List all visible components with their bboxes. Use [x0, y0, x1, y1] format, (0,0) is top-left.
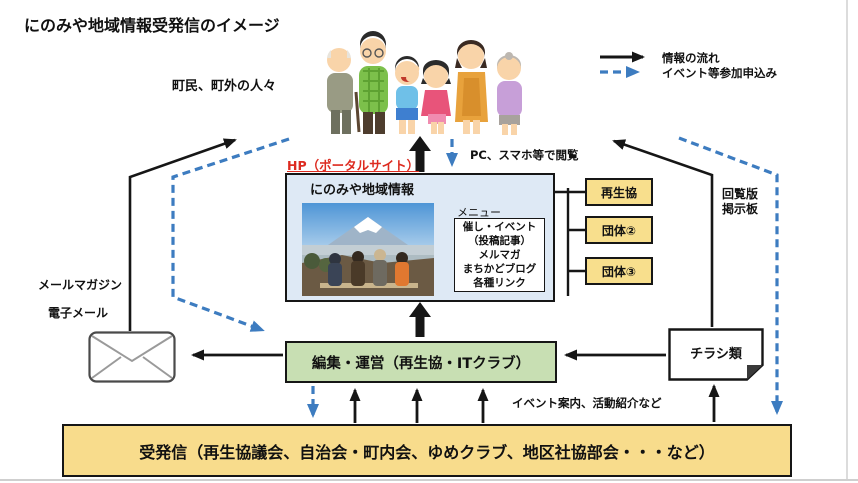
- mail-magazine-label: メールマガジン: [38, 278, 123, 292]
- menu-item-blog[interactable]: まちかどブログ: [462, 263, 537, 275]
- portal-menu-box: 催し・イベント （投稿記事） メルマガ まちかどブログ 各種リンク: [454, 218, 545, 292]
- bottom-transmit-label: 受発信（再生協議会、自治会・町内会、ゆめクラブ、地区社協部会・・・など）: [139, 442, 715, 462]
- arrow-people-to-edit-dashed: [171, 137, 290, 332]
- grandpa-figure: [327, 48, 361, 134]
- email-label: 電子メール: [48, 306, 109, 320]
- menu-item-posts[interactable]: （投稿記事）: [468, 235, 531, 247]
- arrow-envelope-to-people: [128, 138, 237, 331]
- kairan-keijiban-label: 回覧版 掲示板: [722, 187, 758, 217]
- menu-item-mailmag[interactable]: メルマガ: [478, 249, 521, 261]
- edit-operate-label: 編集・運営（再生協・ITクラブ）: [311, 355, 531, 372]
- kairan-line2: 掲示板: [722, 202, 759, 216]
- legend-event-apply-label: イベント等参加申込み: [662, 66, 777, 80]
- browse-device-label: PC、スマホ等で閲覧: [470, 148, 579, 162]
- org-box-dantai2-label: 団体②: [601, 223, 637, 238]
- grandma-figure: [497, 52, 522, 135]
- menu-item-links[interactable]: 各種リンク: [473, 277, 526, 289]
- portal-site-box: にのみや地域情報 メニュー: [285, 173, 555, 302]
- bottom-transmit-box: 受発信（再生協議会、自治会・町内会、ゆめクラブ、地区社協部会・・・など）: [62, 424, 792, 477]
- people-label: 町民、町外の人々: [172, 79, 277, 94]
- org-box-dantai3-label: 団体③: [601, 264, 637, 279]
- connector-portal-to-orgs: [555, 188, 585, 296]
- org-box-dantai3: 団体③: [585, 257, 653, 285]
- envelope-icon: [88, 331, 176, 383]
- diagram-title: にのみや地域情報受発信のイメージ: [24, 16, 280, 35]
- event-info-label: イベント案内、活動紹介など: [512, 396, 662, 410]
- org-box-dantai2: 団体②: [585, 216, 653, 244]
- menu-item-event[interactable]: 催し・イベント: [462, 221, 537, 233]
- dad-figure: [359, 31, 388, 134]
- mom-figure: [455, 40, 488, 134]
- org-box-saiseikyo: 再生協: [585, 178, 653, 206]
- slide-bottom-border: [0, 479, 858, 481]
- boy-figure: [395, 56, 420, 134]
- arrow-edit-to-portal: [409, 302, 431, 337]
- scenery-photo: [302, 203, 434, 296]
- kairan-line1: 回覧版: [722, 187, 759, 201]
- arrow-portal-to-people: [409, 136, 431, 172]
- photo-silhouettes: [328, 249, 409, 286]
- edit-operate-box: 編集・運営（再生協・ITクラブ）: [285, 341, 557, 383]
- people-illustration: [327, 31, 522, 135]
- girl-figure: [421, 60, 451, 134]
- portal-menu-label: メニュー: [457, 206, 501, 219]
- portal-site-title: にのみや地域情報: [310, 183, 415, 198]
- chirashi-box: [668, 328, 764, 381]
- chirashi-label: チラシ類: [690, 347, 742, 362]
- legend-info-flow-label: 情報の流れ: [662, 51, 720, 65]
- hp-portal-label: HP（ポータルサイト）: [287, 158, 420, 173]
- slide-right-border: [846, 0, 848, 481]
- org-box-saiseikyo-label: 再生協: [600, 185, 637, 200]
- arrow-chirashi-to-people: [612, 139, 714, 327]
- arrow-people-to-bottom-dashed: [678, 136, 783, 415]
